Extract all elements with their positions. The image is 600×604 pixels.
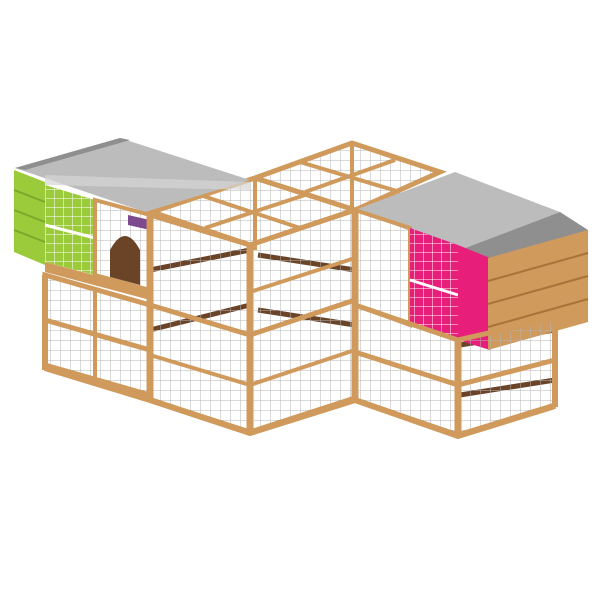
centre-right-run [247,206,359,436]
base-rail [44,365,556,440]
right-hutch [353,172,589,350]
right-lower-run [352,301,558,439]
left-hutch [13,138,250,300]
